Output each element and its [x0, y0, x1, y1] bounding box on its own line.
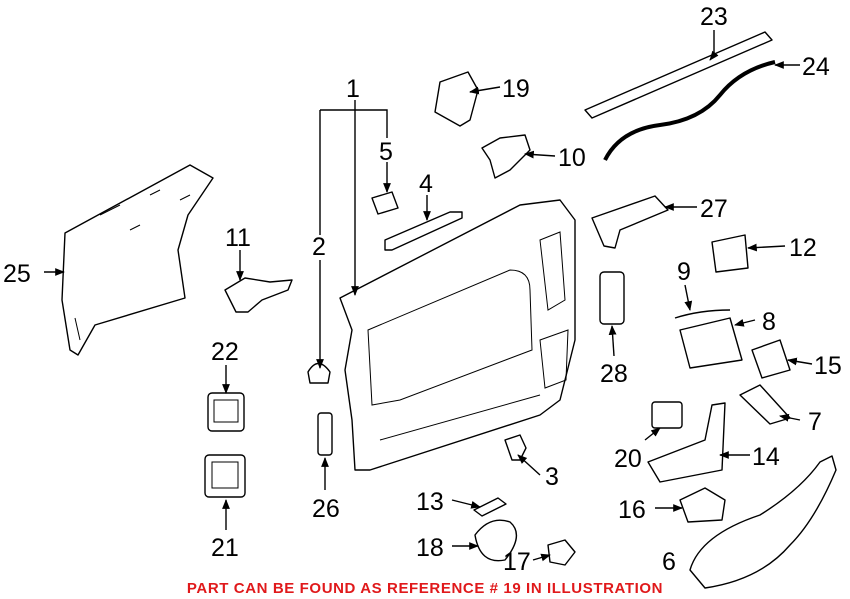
callout-24: 24 — [802, 53, 830, 81]
callout-12: 12 — [789, 234, 817, 262]
callout-7: 7 — [808, 408, 822, 436]
part-2-clip — [307, 362, 331, 384]
part-15-switch — [751, 339, 791, 379]
callout-1: 1 — [346, 75, 360, 103]
callout-21: 21 — [211, 534, 239, 562]
part-25-insulation-panel — [61, 164, 214, 356]
part-13-label — [473, 497, 507, 517]
part-21-switch — [204, 454, 246, 498]
callout-22: 22 — [211, 338, 239, 366]
callout-15: 15 — [814, 352, 842, 380]
part-8-pull-cup — [679, 317, 743, 369]
callout-25: 25 — [3, 260, 31, 288]
part-7-bracket — [739, 384, 791, 425]
callout-14: 14 — [752, 443, 780, 471]
callout-3: 3 — [545, 463, 559, 491]
part-17-switch — [547, 539, 576, 566]
part-9-trim — [674, 309, 731, 319]
callout-27: 27 — [700, 195, 728, 223]
callout-8: 8 — [762, 308, 776, 336]
callout-6: 6 — [662, 548, 676, 576]
part-11-bracket — [224, 277, 293, 313]
callout-28: 28 — [600, 360, 628, 388]
part-28-support — [599, 271, 625, 325]
callout-16: 16 — [618, 496, 646, 524]
callout-18: 18 — [416, 534, 444, 562]
callout-26: 26 — [312, 495, 340, 523]
part-14-armrest-bracket — [647, 402, 726, 483]
callout-23: 23 — [700, 3, 728, 31]
callout-5: 5 — [379, 138, 393, 166]
leader-lines — [44, 30, 813, 562]
callout-17: 17 — [503, 548, 531, 576]
part-22-switch — [207, 392, 245, 432]
part-18-grommet — [474, 519, 518, 562]
callout-2: 2 — [312, 233, 326, 261]
part-23-window-seal — [584, 31, 773, 119]
part-10-bracket — [481, 134, 531, 179]
part-4-trim-strip — [384, 211, 463, 251]
part-3-screw — [504, 434, 527, 461]
callout-10: 10 — [558, 144, 586, 172]
part-5-clip — [371, 191, 399, 215]
reference-note: PART CAN BE FOUND AS REFERENCE # 19 IN I… — [186, 580, 664, 597]
part-26-light — [317, 412, 333, 456]
part-19-handle-housing — [434, 71, 479, 127]
callout-11: 11 — [225, 224, 251, 252]
part-20-switch — [651, 401, 683, 429]
part-16-switch — [679, 487, 726, 523]
callout-19: 19 — [502, 75, 530, 103]
callout-20: 20 — [614, 445, 642, 473]
part-12-cover — [711, 234, 749, 273]
callout-4: 4 — [419, 170, 433, 198]
callout-13: 13 — [416, 488, 444, 516]
part-6-armrest — [689, 455, 837, 589]
part-27-armrest-cover — [591, 195, 669, 249]
part-24-seal — [603, 60, 776, 161]
callout-9: 9 — [677, 258, 691, 286]
part-1-door-trim-panel — [339, 199, 576, 471]
